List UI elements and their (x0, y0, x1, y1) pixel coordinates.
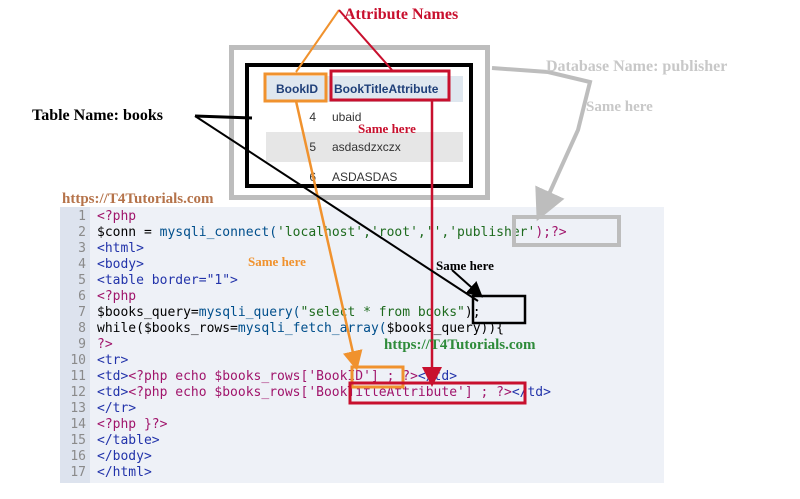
code-token: );?> (535, 225, 567, 240)
line-number: 10 (70, 353, 86, 368)
cell-id: 4 (309, 110, 316, 124)
attribute-names-label: Attribute Names (344, 6, 459, 23)
bookid-arrow (294, 100, 363, 371)
same-here-orange-label: Same here (248, 254, 306, 269)
code-line: $conn = mysqli_connect('localhost','root… (97, 225, 567, 241)
line-number: 8 (78, 321, 86, 336)
code-token: $conn = (97, 225, 160, 240)
code-line: ?> (97, 337, 113, 352)
line-number: 6 (78, 289, 86, 304)
table-row: 4 ubaid (266, 102, 463, 132)
code-token: <?php echo $books_rows['BookTitleAttribu… (128, 385, 512, 400)
line-number: 7 (78, 305, 86, 320)
cell-id: 5 (309, 140, 316, 154)
same-here-grey-label: Same here (586, 99, 653, 115)
code-line: </tr> (97, 401, 137, 416)
code-line: <tr> (97, 353, 129, 368)
header-bookid: BookID (276, 82, 318, 96)
attribute-pointer-orange (295, 9, 340, 73)
database-arrow (491, 66, 593, 222)
table-row: 5 asdasdzxczx (266, 132, 463, 162)
code-token: <td> (97, 369, 129, 384)
code-token: mysqli_connect( (159, 225, 278, 240)
booktitle-header-box (329, 69, 451, 102)
books-code-box (471, 294, 527, 325)
code-token: $books_query)){ (386, 321, 505, 336)
line-number: 11 (70, 369, 86, 384)
line-number: 4 (78, 257, 86, 272)
line-number: 17 (70, 465, 86, 480)
site-url-top: https://T4Tutorials.com (62, 191, 214, 207)
bookid-code-box (350, 365, 405, 389)
code-line: </table> (97, 433, 160, 448)
database-name-label: Database Name: publisher (546, 58, 728, 75)
attribute-pointer-red (338, 9, 393, 71)
code-token: <td> (97, 385, 129, 400)
site-url-middle: https://T4Tutorials.com (384, 337, 536, 353)
same-here-books-arrow (451, 269, 483, 298)
line-number: 3 (78, 241, 86, 256)
same-here-black-label: Same here (436, 258, 494, 273)
line-number: 2 (78, 225, 86, 240)
cell-title: ubaid (332, 110, 362, 124)
table-name-label: Table Name: books (32, 107, 163, 124)
line-number: 16 (70, 449, 86, 464)
line-number: 15 (70, 433, 86, 448)
code-line: $books_query=mysqli_query("select * from… (97, 305, 481, 321)
line-number: 1 (78, 209, 86, 224)
line-number: 13 (70, 401, 86, 416)
header-booktitle: BookTitleAttribute (334, 82, 439, 96)
table-name-arrow (194, 114, 253, 120)
database-frame (229, 45, 490, 200)
publisher-code-box (512, 215, 621, 247)
code-token: </td> (511, 385, 551, 400)
line-number: 5 (78, 273, 86, 288)
code-line: <html> (97, 241, 144, 256)
code-token: <?php echo $books_rows['BookID'] ; ?> (128, 369, 418, 384)
code-token: $books_query= (97, 305, 199, 320)
table-name-to-code-arrow (194, 115, 479, 302)
line-number: 9 (78, 337, 86, 352)
code-line: <table border="1"> (97, 273, 238, 288)
bookid-header-box (263, 72, 328, 103)
cell-title: asdasdzxczx (332, 140, 401, 154)
books-table: BookID BookTitleAttribute 4 ubaid 5 asda… (266, 76, 463, 192)
code-line: </body> (97, 449, 152, 464)
code-token: "select * from books" (300, 305, 465, 320)
code-token: mysqli_query( (198, 305, 301, 320)
same-here-red-label: Same here (358, 121, 416, 136)
code-line: <?php (97, 209, 137, 224)
code-token: 'localhost','root','','publisher' (277, 225, 536, 240)
line-gutter (60, 207, 90, 483)
code-line: <?php }?> (97, 417, 168, 432)
table-header: BookID BookTitleAttribute (266, 76, 463, 102)
cell-title: ASDASDAS (332, 170, 398, 184)
code-token: while($books_rows= (97, 321, 238, 336)
line-number: 14 (70, 417, 86, 432)
code-line: <?php (97, 289, 137, 304)
code-line: </html> (97, 465, 152, 480)
code-line: <body> (97, 257, 144, 272)
code-line: <td><?php echo $books_rows['BookTitleAtt… (97, 385, 551, 401)
line-number: 12 (70, 385, 86, 400)
